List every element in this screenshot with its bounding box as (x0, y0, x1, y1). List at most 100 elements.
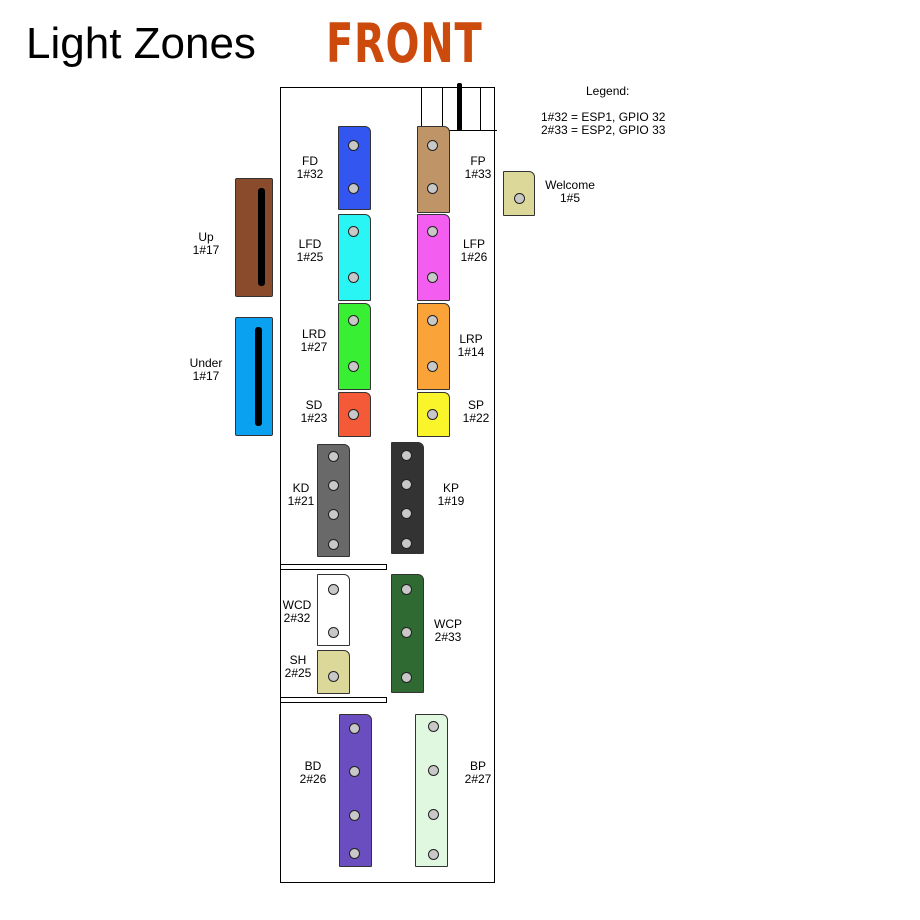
zone-name: LRP (459, 332, 483, 346)
led-dot (401, 538, 412, 549)
led-dot (328, 451, 339, 462)
zone-name: Welcome (545, 178, 595, 192)
light-strip (258, 188, 265, 286)
page-title: Light Zones (26, 19, 256, 68)
vehicle-outline (280, 87, 495, 883)
led-dot (427, 140, 438, 151)
led-dot (427, 272, 438, 283)
light-strip (255, 327, 262, 426)
led-dot (328, 584, 339, 595)
zone-id: 1#23 (300, 411, 328, 425)
zone-id: 2#32 (283, 611, 311, 625)
led-dot (349, 723, 360, 734)
zone-bd[interactable] (339, 714, 372, 867)
led-dot (401, 508, 412, 519)
zone-name: WCP (434, 617, 462, 631)
zone-name: FD (302, 154, 318, 168)
zone-id: 1#25 (296, 250, 324, 264)
zone-name: BP (469, 759, 486, 773)
divider-bar-lower (280, 697, 387, 703)
zone-sp[interactable] (417, 392, 450, 437)
zone-name: LRD (301, 327, 326, 341)
led-dot (348, 272, 359, 283)
led-dot (349, 848, 360, 859)
zone-id: 1#19 (437, 494, 465, 508)
zone-name: SH (289, 653, 307, 667)
zone-name: Up (198, 230, 214, 244)
zone-id: 2#26 (299, 772, 327, 786)
zone-id: 2#25 (284, 666, 312, 680)
zone-id: 1#22 (462, 411, 490, 425)
led-dot (348, 315, 359, 326)
grid-line (442, 87, 443, 130)
zone-id: 1#17 (192, 243, 220, 257)
led-dot (328, 480, 339, 491)
led-dot (427, 315, 438, 326)
zone-name: FP (470, 154, 486, 168)
zone-fp[interactable] (417, 126, 450, 213)
grid-bar (457, 83, 462, 131)
zone-id: 1#21 (287, 494, 315, 508)
zone-name: SD (305, 398, 323, 412)
zone-sd[interactable] (338, 392, 371, 437)
led-dot (401, 627, 412, 638)
led-dot (348, 361, 359, 372)
zone-name: KD (292, 481, 310, 495)
zone-bp[interactable] (415, 714, 448, 867)
zone-id: 1#5 (559, 191, 581, 205)
led-dot (349, 810, 360, 821)
zone-id: 2#33 (434, 630, 462, 644)
led-dot (401, 479, 412, 490)
zone-id: 1#27 (300, 340, 328, 354)
front-label: FRONT (326, 12, 483, 75)
led-dot (348, 409, 359, 420)
zone-kd[interactable] (317, 444, 350, 557)
zone-wcp[interactable] (391, 574, 424, 693)
legend-line-2: 2#33 = ESP2, GPIO 33 (541, 123, 666, 137)
led-dot (348, 226, 359, 237)
zone-id: 1#26 (460, 250, 488, 264)
led-dot (428, 765, 439, 776)
zone-welcome[interactable] (503, 171, 535, 216)
zone-up[interactable] (235, 178, 273, 297)
led-dot (401, 584, 412, 595)
led-dot (328, 671, 339, 682)
zone-id: 1#17 (192, 369, 220, 383)
zone-name: LFD (298, 237, 322, 251)
zone-sh[interactable] (317, 650, 350, 694)
led-dot (348, 183, 359, 194)
zone-kp[interactable] (391, 442, 424, 554)
led-dot (427, 226, 438, 237)
front-grid (421, 83, 497, 131)
led-dot (328, 509, 339, 520)
zone-lfd[interactable] (338, 214, 371, 301)
zone-under[interactable] (235, 317, 273, 436)
zone-lrp[interactable] (417, 303, 450, 390)
zone-lrd[interactable] (338, 303, 371, 390)
zone-name: KP (442, 481, 459, 495)
zone-id: 1#33 (464, 167, 492, 181)
zone-name: BD (304, 759, 322, 773)
led-dot (401, 672, 412, 683)
legend-line-1: 1#32 = ESP1, GPIO 32 (541, 110, 666, 124)
zone-id: 2#27 (464, 772, 492, 786)
zone-id: 1#32 (296, 167, 324, 181)
led-dot (427, 361, 438, 372)
zone-fd[interactable] (338, 126, 371, 210)
led-dot (428, 809, 439, 820)
led-dot (349, 766, 360, 777)
zone-lfp[interactable] (417, 214, 450, 301)
zone-wcd[interactable] (317, 574, 350, 646)
